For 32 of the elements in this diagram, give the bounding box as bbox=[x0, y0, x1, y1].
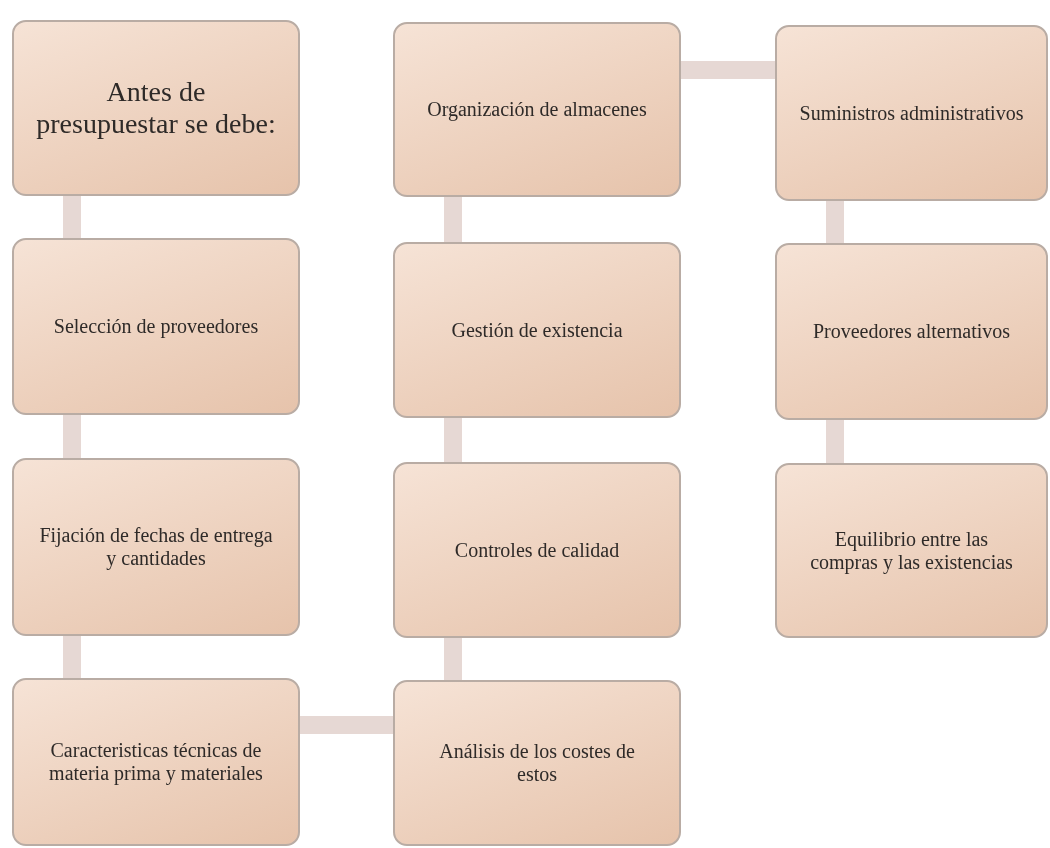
process-box bbox=[393, 242, 681, 418]
box-text: Controles de calidad bbox=[454, 538, 620, 562]
box-text: Selección de proveedores bbox=[53, 315, 259, 338]
box-text: Suministros administrativos bbox=[799, 101, 1024, 125]
box-text: Antes de presupuestar se debe: bbox=[36, 75, 276, 141]
connector-bar bbox=[63, 196, 81, 238]
connector-bar bbox=[444, 638, 462, 680]
process-box bbox=[12, 458, 300, 636]
box-text: Gestión de existencia bbox=[451, 318, 623, 342]
connector-bar bbox=[681, 61, 775, 79]
process-box bbox=[393, 462, 681, 638]
box-text: Fijación de fechas de entrega y cantidades bbox=[38, 524, 274, 570]
connector-bar bbox=[826, 201, 844, 243]
connector-bar bbox=[444, 197, 462, 242]
connector-bar bbox=[444, 418, 462, 462]
box-text: Proveedores alternativos bbox=[812, 320, 1011, 343]
process-box bbox=[12, 238, 300, 415]
connector-bar bbox=[63, 415, 81, 458]
process-box bbox=[393, 22, 681, 197]
connector-bar bbox=[826, 420, 844, 463]
box-text: Caracteristicas técnicas de materia prima y materiales bbox=[48, 739, 264, 785]
process-box bbox=[775, 25, 1048, 201]
connector-bar bbox=[300, 716, 393, 734]
connector-bar bbox=[63, 636, 81, 678]
process-box bbox=[12, 20, 300, 196]
process-box bbox=[393, 680, 681, 846]
process-box bbox=[775, 463, 1048, 638]
process-box bbox=[12, 678, 300, 846]
box-text: Equilibrio entre las compras y las existencias bbox=[809, 527, 1014, 574]
process-box bbox=[775, 243, 1048, 420]
box-text: Organización de almacenes bbox=[427, 98, 647, 121]
box-text: Análisis de los costes de estos bbox=[438, 740, 636, 786]
